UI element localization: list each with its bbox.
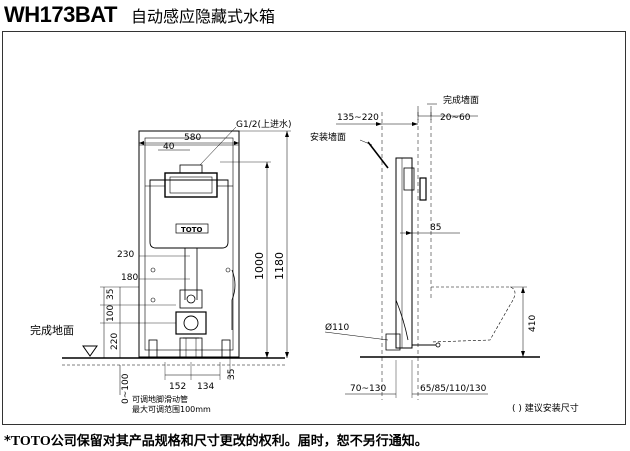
dim-100-label: 100 (106, 305, 116, 322)
front-view (62, 126, 291, 395)
inlet-valve (179, 164, 203, 174)
dim-134-label: 134 (197, 382, 214, 392)
dim-135-220-label: 135~220 (337, 113, 379, 123)
dim-1000-label: 1000 (253, 252, 266, 280)
tank-brand-plate (175, 223, 209, 234)
install-wall-line (367, 141, 389, 169)
drain-connector (175, 311, 207, 335)
flush-pipe-connector (179, 289, 203, 309)
side-view (324, 103, 540, 400)
footer-asterisk: * (4, 434, 11, 449)
note-line-1: 可调地脚滑动管 (132, 394, 188, 404)
drawing-frame (2, 31, 626, 425)
flush-plate-side (419, 177, 427, 201)
dim-110-label: Ø110 (325, 322, 350, 333)
dim-65-130-label: 65/85/110/130 (420, 384, 487, 394)
model-number: WH173BAT (4, 2, 117, 27)
dim-152-label: 152 (169, 382, 186, 392)
frame-side (395, 157, 413, 349)
footer-note: *TOTO公司保留对其产品规格和尺寸更改的权利。届时，恕不另行通知。 (4, 430, 428, 450)
product-name: 自动感应隐藏式水箱 (130, 7, 275, 26)
finished-wall-label: 完成墙面 (443, 94, 479, 106)
install-wall-label: 安装墙面 (310, 131, 346, 143)
flush-panel (164, 172, 218, 198)
footer-brand: TOTO (10, 434, 51, 449)
tank-brand-text: TOTO (181, 226, 203, 234)
dim-35-left-label: 35 (106, 289, 116, 300)
inlet-label: G1/2(上进水) (236, 118, 291, 130)
floor-label: 完成地面 (30, 323, 74, 337)
dim-230-label: 230 (117, 250, 134, 260)
dim-40-label: 40 (163, 142, 175, 152)
dim-35-bottom-label: 35 (227, 369, 237, 380)
frame-inner (144, 137, 234, 351)
dim-20-60-label: 20~60 (440, 113, 471, 123)
dim-1180-label: 1180 (273, 252, 286, 280)
note-line-2: 最大可调范围100mm (132, 404, 211, 414)
dim-0-100-label: 0~100 (121, 373, 131, 404)
drain-pipe (179, 337, 203, 358)
dim-85-label: 85 (430, 223, 441, 233)
dim-180-label: 180 (121, 273, 138, 283)
dim-width-label: 580 (184, 133, 201, 143)
legend-label: ( ) 建议安装尺寸 (512, 402, 579, 414)
title-bar: WH173BAT 自动感应隐藏式水箱 (4, 2, 275, 28)
dim-410-label: 410 (528, 315, 538, 332)
dim-220-label: 220 (110, 333, 120, 350)
tank-body (149, 179, 229, 249)
footer-text: 公司保留对其产品规格和尺寸更改的权利。届时，恕不另行通知。 (50, 434, 428, 449)
dim-70-130-label: 70~130 (350, 384, 386, 394)
toilet-bowl-outline (430, 286, 516, 343)
